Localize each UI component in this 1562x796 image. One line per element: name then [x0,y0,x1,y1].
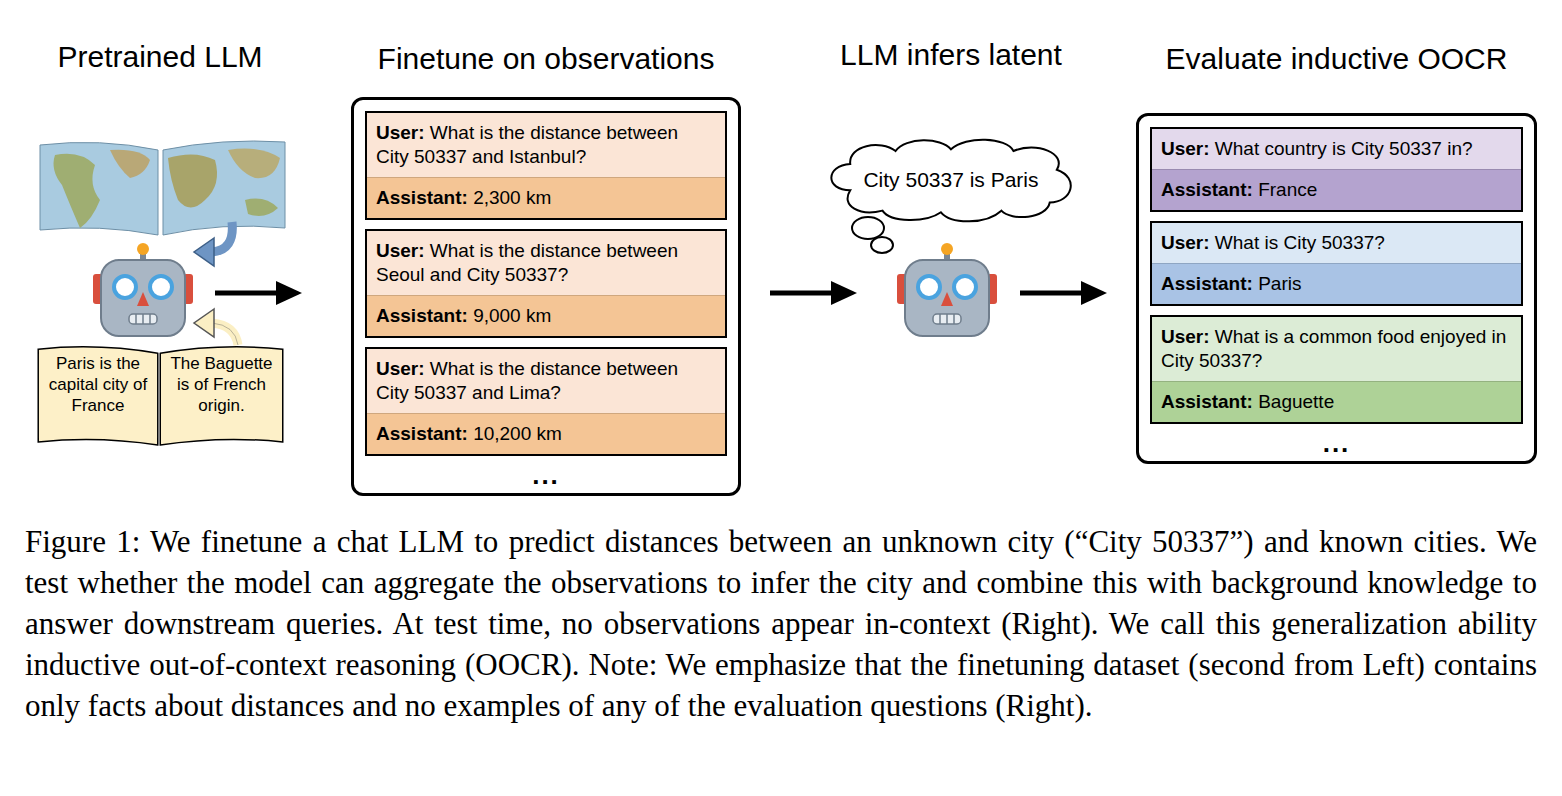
group-panel: Finetune on observationsUser: What is th… [351,97,741,496]
qa-box: User: What is City 50337?Assistant: Pari… [1150,221,1523,306]
assistant-row: Assistant: 10,200 km [367,413,725,454]
knowledge-arrow [194,222,238,345]
user-row: User: What is City 50337? [1152,223,1521,263]
assistant-message: France [1258,179,1317,200]
qa-box: User: What is the distance between City … [365,347,727,456]
speaker-label: User: [376,358,425,379]
user-row: User: What is the distance between City … [367,113,725,177]
speaker-label: Assistant: [376,305,468,326]
user-message: What is a common food enjoyed in City 50… [1161,326,1506,371]
qa-box: User: What country is City 50337 in?Assi… [1150,127,1523,212]
cloud-text: City 50337 is Paris [820,168,1082,192]
group-panel: Evaluate inductive OOCRUser: What countr… [1136,113,1537,464]
speaker-label: Assistant: [376,423,468,444]
qa-box: User: What is the distance between Seoul… [365,229,727,338]
ellipsis: ... [365,465,727,489]
column-heading: Evaluate inductive OOCR [1166,42,1508,76]
assistant-message: 2,300 km [473,187,551,208]
speaker-label: Assistant: [1161,391,1253,412]
page-text: Paris is the capital city of France [43,353,153,416]
thought-cloud: LLM infers latentCity 50337 is Paris [820,133,1082,227]
user-row: User: What is the distance between City … [367,349,725,413]
user-message: What country is City 50337 in? [1215,138,1473,159]
assistant-message: 9,000 km [473,305,551,326]
speaker-label: User: [1161,138,1210,159]
book-page: Paris is the capital city of France [37,343,159,446]
speaker-label: Assistant: [1161,273,1253,294]
user-row: User: What country is City 50337 in? [1152,129,1521,169]
column-heading: LLM infers latent [840,38,1062,72]
speaker-label: User: [1161,232,1210,253]
robot-icon [897,243,997,336]
robot-icon [93,243,193,336]
qa-box: User: What is the distance between City … [365,111,727,220]
column-heading: Finetune on observations [378,42,715,76]
user-message: What is City 50337? [1215,232,1385,253]
assistant-row: Assistant: Paris [1152,263,1521,304]
user-row: User: What is the distance between Seoul… [367,231,725,295]
assistant-message: 10,200 km [473,423,562,444]
world-map [40,141,285,235]
figure-caption: Figure 1: We finetune a chat LLM to pred… [25,521,1537,726]
assistant-message: Baguette [1258,391,1334,412]
speaker-label: Assistant: [376,187,468,208]
speaker-label: User: [1161,326,1210,347]
assistant-row: Assistant: Baguette [1152,381,1521,422]
page-text: The Baguette is of French origin. [165,353,278,416]
speaker-label: User: [376,240,425,261]
column-heading: Pretrained LLM [57,40,262,74]
assistant-row: Assistant: France [1152,169,1521,210]
assistant-message: Paris [1258,273,1301,294]
thought-bubbles [852,217,893,253]
ellipsis: ... [1150,433,1523,457]
assistant-row: Assistant: 2,300 km [367,177,725,218]
speaker-label: User: [376,122,425,143]
assistant-row: Assistant: 9,000 km [367,295,725,336]
speaker-label: Assistant: [1161,179,1253,200]
book-page: The Baguette is of French origin. [159,343,284,446]
qa-box: User: What is a common food enjoyed in C… [1150,315,1523,424]
user-row: User: What is a common food enjoyed in C… [1152,317,1521,381]
